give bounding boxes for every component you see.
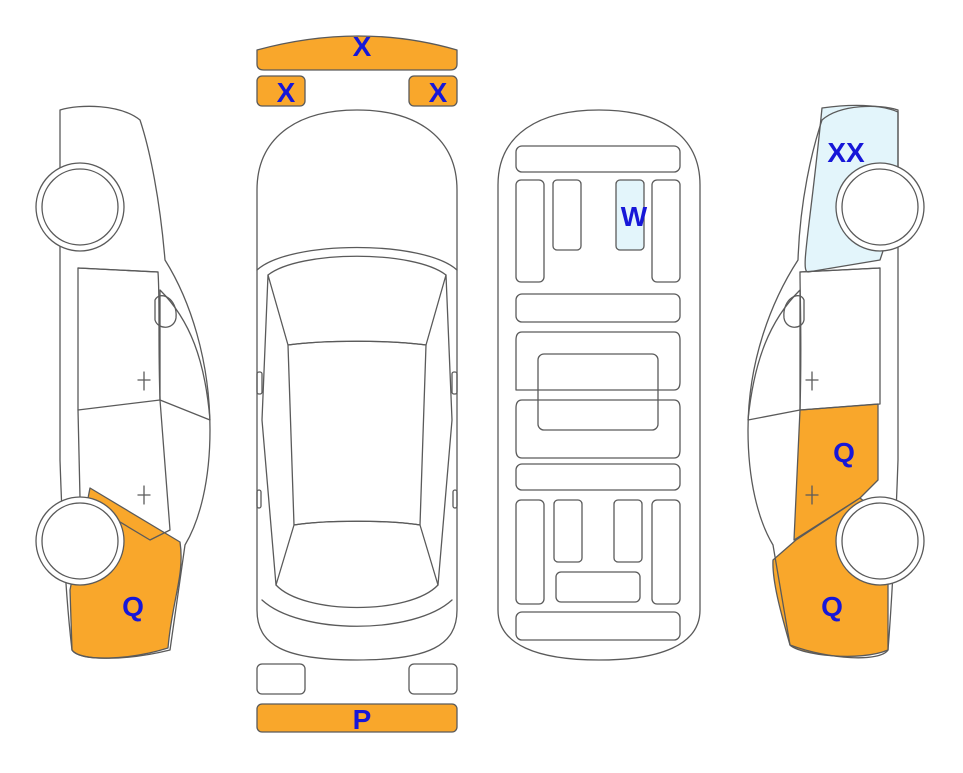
middle-frame[interactable]	[515, 331, 681, 459]
left-front-wheel-rim	[41, 168, 119, 246]
right-rear-wheel-rim	[841, 502, 919, 580]
front-left-seat[interactable]	[552, 179, 582, 251]
right-front-wheel-rim	[841, 168, 919, 246]
right-side-rear-door-label: Q	[833, 437, 855, 468]
left-door-line	[77, 399, 171, 541]
rear-right-light-part[interactable]	[408, 663, 458, 695]
interior-seat-label: W	[621, 201, 648, 232]
trunk-area[interactable]	[515, 611, 681, 641]
interior-body-outline[interactable]	[497, 109, 701, 661]
right-handle[interactable]	[452, 489, 458, 509]
front-right-light-part[interactable]	[408, 75, 458, 107]
rear-left-light-part[interactable]	[256, 663, 306, 695]
roof[interactable]	[287, 340, 427, 526]
right-side-rear-quarter-label: Q	[821, 591, 843, 622]
front-right-light-label: X	[429, 77, 448, 108]
top-view	[256, 35, 458, 733]
left-side-contour	[261, 274, 277, 586]
center-bar-1[interactable]	[515, 293, 681, 323]
right-handle-2[interactable]	[805, 485, 819, 505]
rear-window[interactable]	[275, 520, 439, 609]
windshield[interactable]	[267, 255, 447, 346]
left-handle[interactable]	[256, 489, 262, 509]
right-body-outline[interactable]	[747, 105, 899, 659]
left-mirror[interactable]	[256, 371, 263, 395]
left-rear-wheel-rim	[41, 502, 119, 580]
front-left-light-part[interactable]	[256, 75, 306, 107]
left-mirror[interactable]	[154, 295, 177, 328]
top-body-outline[interactable]	[256, 109, 458, 661]
left-side-rear-label: Q	[122, 591, 144, 622]
front-left-outer-seat[interactable]	[515, 179, 545, 283]
right-mirror[interactable]	[451, 371, 458, 395]
rear-bumper-label: P	[353, 704, 372, 735]
right-side-view	[747, 104, 925, 659]
left-rear-window[interactable]	[159, 289, 211, 421]
front-right-outer-seat[interactable]	[651, 179, 681, 283]
trunk-line	[261, 599, 453, 627]
right-side-contour	[437, 274, 453, 586]
left-window[interactable]	[77, 267, 161, 411]
rear-left-seat[interactable]	[553, 499, 583, 563]
dashboard[interactable]	[515, 145, 681, 173]
rear-right-seat[interactable]	[613, 499, 643, 563]
left-handle-1[interactable]	[137, 371, 151, 391]
center-bar-2[interactable]	[515, 463, 681, 491]
rear-right-outer-seat[interactable]	[651, 499, 681, 605]
rear-bumper-part[interactable]	[256, 703, 458, 733]
front-left-light-label: X	[277, 77, 296, 108]
right-rear-window[interactable]	[747, 289, 801, 421]
right-handle-1[interactable]	[805, 371, 819, 391]
center-console[interactable]	[537, 353, 659, 431]
interior-view	[497, 109, 701, 661]
front-bumper-part[interactable]	[256, 35, 458, 71]
rear-bench[interactable]	[555, 571, 641, 603]
rear-left-outer-seat[interactable]	[515, 499, 545, 605]
left-side-view	[35, 105, 211, 659]
left-body-outline[interactable]	[59, 105, 211, 659]
front-bumper-label: X	[353, 31, 372, 62]
right-side-front-fender-label: XX	[827, 137, 865, 168]
hood-line	[256, 246, 458, 271]
left-handle-2[interactable]	[137, 485, 151, 505]
front-right-seat-part[interactable]	[615, 179, 645, 251]
right-mirror[interactable]	[783, 295, 805, 328]
